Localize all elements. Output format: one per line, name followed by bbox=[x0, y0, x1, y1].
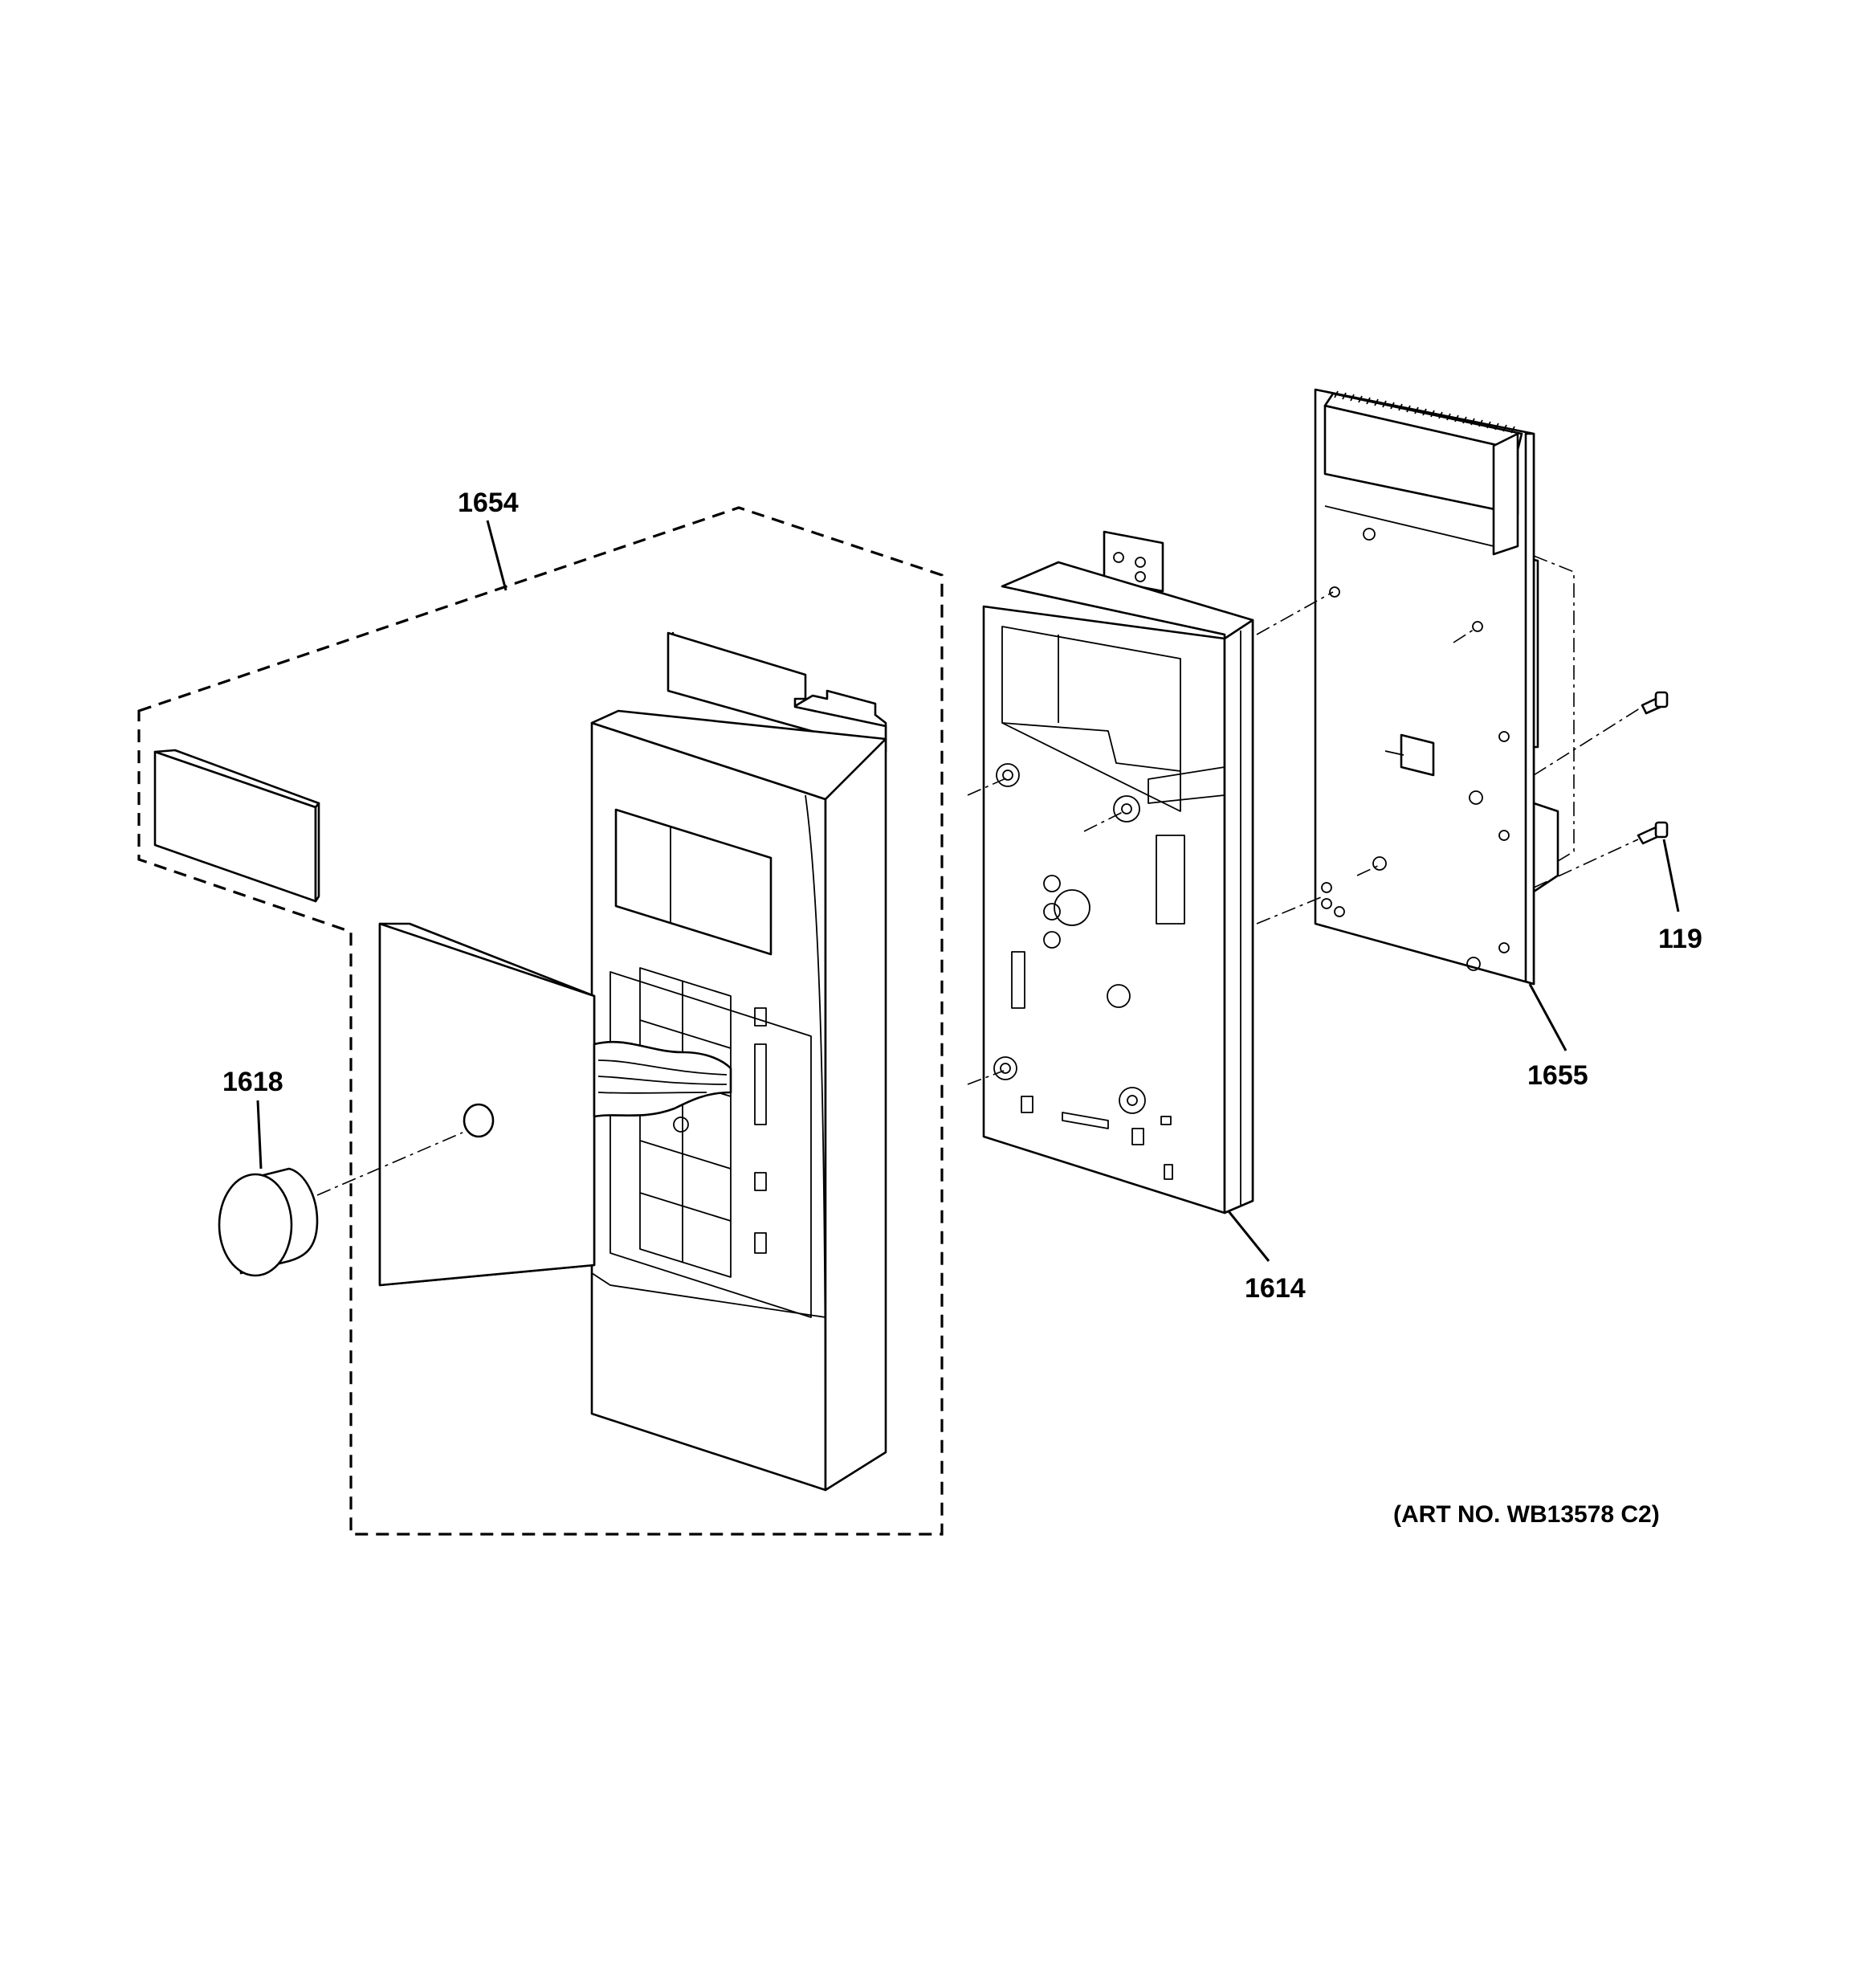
leader-1618 bbox=[256, 1100, 263, 1170]
leader-1614 bbox=[1227, 1210, 1270, 1262]
board-part-1655 bbox=[1314, 388, 1575, 986]
leader-1655 bbox=[1528, 983, 1567, 1051]
screw-part-119-lower bbox=[1637, 821, 1669, 845]
callout-1654: 1654 bbox=[458, 488, 519, 518]
screw-part-119-upper bbox=[1641, 691, 1669, 715]
knob-part-1618 bbox=[218, 1167, 319, 1277]
leader-119 bbox=[1662, 839, 1680, 912]
membrane-part bbox=[378, 922, 732, 1287]
callout-119: 119 bbox=[1658, 924, 1702, 954]
assembly-axis-lines bbox=[967, 591, 1643, 1085]
assembly-1654-boundary bbox=[137, 506, 944, 1536]
callout-1618: 1618 bbox=[222, 1067, 283, 1097]
callout-1614: 1614 bbox=[1245, 1273, 1306, 1304]
control-panel-part bbox=[590, 631, 887, 1492]
frame-part-1614 bbox=[982, 530, 1254, 1214]
frame-boss bbox=[993, 763, 1146, 1114]
art-number: (ART NO. WB13578 C2) bbox=[1393, 1501, 1660, 1528]
pad-part bbox=[153, 749, 320, 903]
leader-1654 bbox=[486, 520, 508, 591]
connector-pins bbox=[1334, 390, 1515, 434]
callout-1655: 1655 bbox=[1527, 1060, 1588, 1091]
